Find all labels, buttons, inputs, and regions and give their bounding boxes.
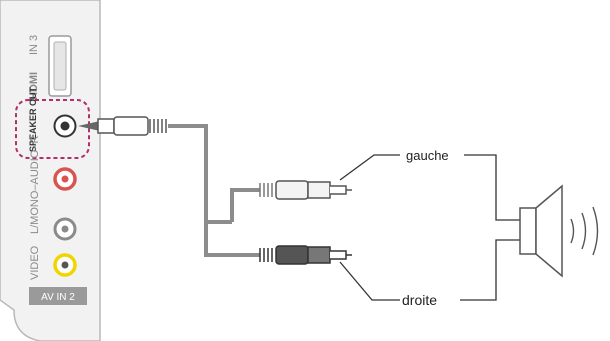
video-jack[interactable] [53, 253, 77, 277]
speaker-out-label: SPEAKER OUT [28, 86, 38, 152]
hdmi-label: HDMI [28, 72, 40, 100]
speaker-out-jack[interactable] [53, 114, 77, 138]
left-label: gauche [406, 148, 449, 163]
y-cable [168, 124, 260, 257]
sound-waves-icon [570, 206, 599, 256]
hdmi-port-label: IN 3 [28, 35, 40, 55]
video-label: VIDEO [29, 245, 41, 280]
audio-label: L/MONO–AUDIO–R [29, 136, 41, 234]
speaker-out-highlight [15, 99, 90, 159]
mini-jack-plug-icon [78, 116, 167, 136]
audio-r-jack[interactable] [53, 167, 77, 191]
gauche-leader [339, 154, 520, 221]
av-in-label: AV IN 2 [41, 292, 75, 303]
audio-l-jack[interactable] [53, 217, 77, 241]
white-rca-plug [259, 180, 352, 200]
av-in-badge: AV IN 2 [29, 287, 87, 305]
speaker-icon [519, 184, 563, 278]
tv-side-panel [0, 0, 101, 341]
droite-leader [339, 239, 520, 301]
black-rca-plug [259, 245, 352, 265]
hdmi-port[interactable] [48, 35, 72, 97]
right-label: droite [402, 292, 437, 308]
